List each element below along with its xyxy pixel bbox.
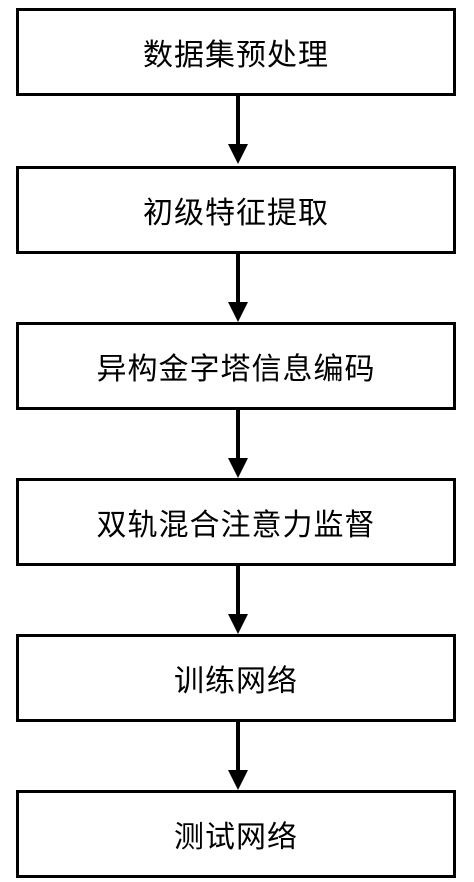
step-box-test-network: 测试网络 xyxy=(16,790,456,878)
step-box-dataset-preprocessing: 数据集预处理 xyxy=(16,8,456,96)
step-box-heterogeneous-pyramid-encoding: 异构金字塔信息编码 xyxy=(16,322,456,410)
step-box-primary-feature-extraction: 初级特征提取 xyxy=(16,166,456,254)
flow-arrow xyxy=(218,722,258,792)
step-label: 数据集预处理 xyxy=(143,38,329,73)
step-label: 异构金字塔信息编码 xyxy=(96,352,376,387)
step-box-train-network: 训练网络 xyxy=(16,634,456,722)
flow-arrow xyxy=(218,254,258,324)
step-label: 训练网络 xyxy=(174,664,298,699)
step-label: 测试网络 xyxy=(174,820,298,855)
step-label: 初级特征提取 xyxy=(143,196,329,231)
step-label: 双轨混合注意力监督 xyxy=(96,508,376,543)
flow-arrow xyxy=(218,96,258,166)
step-box-dual-track-attention-supervision: 双轨混合注意力监督 xyxy=(16,478,456,566)
flow-arrow xyxy=(218,410,258,480)
flow-arrow xyxy=(218,566,258,636)
